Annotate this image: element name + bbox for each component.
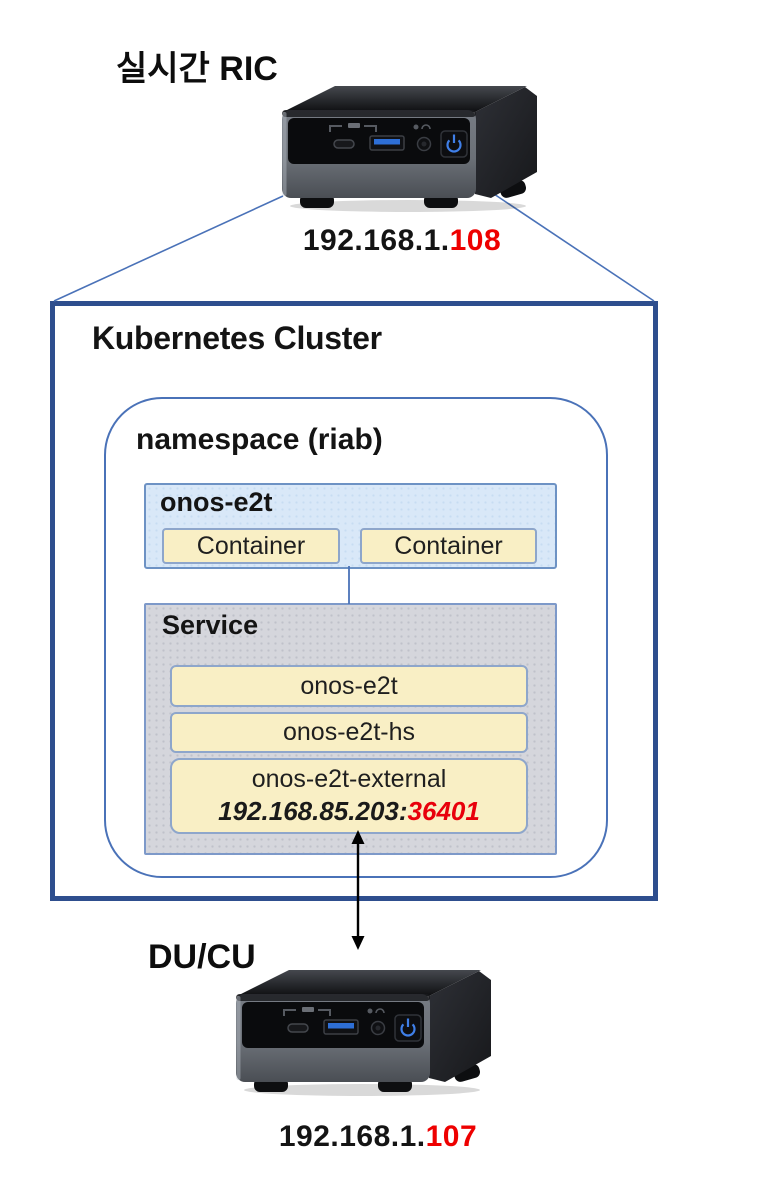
container-box-2: Container bbox=[360, 528, 537, 564]
ric-host-label: 실시간 RIC bbox=[116, 50, 278, 88]
ric-ip-prefix: 192.168.1. bbox=[302, 224, 450, 257]
service-external-endpoint: 192.168.85.203:36401 bbox=[218, 795, 480, 829]
ric-ip-highlight: 108 bbox=[449, 224, 502, 257]
service-title: Service bbox=[162, 610, 259, 640]
container-1-label: Container bbox=[196, 531, 306, 560]
ducu-ip-highlight: 107 bbox=[425, 1120, 478, 1153]
zoom-line-left bbox=[53, 195, 284, 302]
pod-onos-e2t-title: onos-e2t bbox=[160, 487, 273, 517]
external-endpoint-ip: 192.168.85.203: bbox=[218, 796, 408, 827]
service-item-onos-e2t-external: onos-e2t-external 192.168.85.203:36401 bbox=[170, 758, 528, 834]
ric-mini-pc-image bbox=[278, 82, 542, 214]
ducu-mini-pc-image bbox=[232, 966, 496, 1098]
container-box-1: Container bbox=[162, 528, 340, 564]
ducu-ip-prefix: 192.168.1. bbox=[278, 1120, 426, 1153]
service-item-onos-e2t-hs: onos-e2t-hs bbox=[170, 712, 528, 753]
service-external-name: onos-e2t-external bbox=[251, 764, 447, 793]
ric-ip: 192.168.1.108 bbox=[303, 224, 501, 258]
namespace-title: namespace (riab) bbox=[136, 423, 383, 456]
ducu-ip: 192.168.1.107 bbox=[279, 1120, 477, 1154]
kubernetes-cluster-title: Kubernetes Cluster bbox=[92, 320, 382, 356]
container-2-label: Container bbox=[394, 531, 503, 560]
external-endpoint-port: 36401 bbox=[407, 796, 480, 827]
ducu-host-label: DU/CU bbox=[148, 938, 256, 976]
arrow-head-down-icon bbox=[351, 936, 365, 950]
service-item-2-label: onos-e2t-hs bbox=[282, 718, 416, 746]
service-item-1-label: onos-e2t bbox=[300, 671, 398, 700]
service-item-onos-e2t: onos-e2t bbox=[170, 665, 528, 707]
